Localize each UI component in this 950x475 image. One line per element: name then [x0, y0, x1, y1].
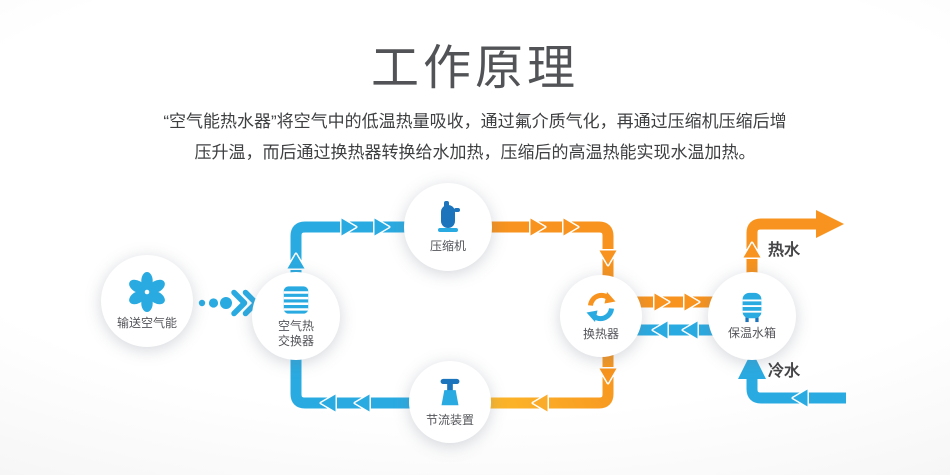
- hot-water-label: 热水: [767, 242, 800, 259]
- pipe-hot-water: [746, 210, 844, 278]
- node-water-tank: 保温水箱: [708, 272, 796, 360]
- description-line-1: “空气能热水器”将空气中的低温热量吸收，通过氟介质气化，再通过压缩机压缩后增: [163, 112, 787, 131]
- throttle-icon: [440, 378, 460, 406]
- node-compressor: 压缩机: [404, 183, 492, 271]
- air-flow-dots: [198, 289, 259, 317]
- cold-water-label: 冷水: [767, 363, 800, 380]
- throttle-label: 节流装置: [425, 413, 474, 427]
- node-heat-exchanger: 换热器: [560, 275, 642, 357]
- compressor-icon: [438, 201, 460, 232]
- description: “空气能热水器”将空气中的低温热量吸收，通过氟介质气化，再通过压缩机压缩后增 压…: [0, 106, 950, 168]
- heat-exchanger-label: 换热器: [582, 327, 619, 341]
- page-title: 工作原理: [370, 42, 579, 95]
- description-line-2: 压升温，而后通过换热器转换给水加热，压缩后的高温热能实现水温加热。: [194, 143, 756, 162]
- node-air-exchanger: 空气热 交换器: [252, 272, 340, 360]
- cold-water-arrowhead: [738, 351, 766, 379]
- node-throttle: 节流装置: [409, 361, 491, 443]
- pipe-tank-connectors: [630, 296, 714, 336]
- compressor-label: 压缩机: [429, 239, 466, 253]
- pipe-loop: [290, 221, 614, 409]
- air-exchanger-label: 空气热 交换器: [277, 318, 314, 348]
- node-fan: 输送空气能: [101, 255, 193, 347]
- fan-label: 输送空气能: [116, 316, 177, 330]
- fan-icon: [129, 271, 165, 313]
- hot-water-arrowhead: [816, 210, 844, 238]
- air-exchanger-icon: [283, 285, 309, 314]
- water-tank-label: 保温水箱: [727, 326, 776, 340]
- pipe-cold-water: [738, 351, 846, 404]
- water-tank-icon: [742, 292, 762, 323]
- heat-exchanger-icon: [586, 292, 616, 322]
